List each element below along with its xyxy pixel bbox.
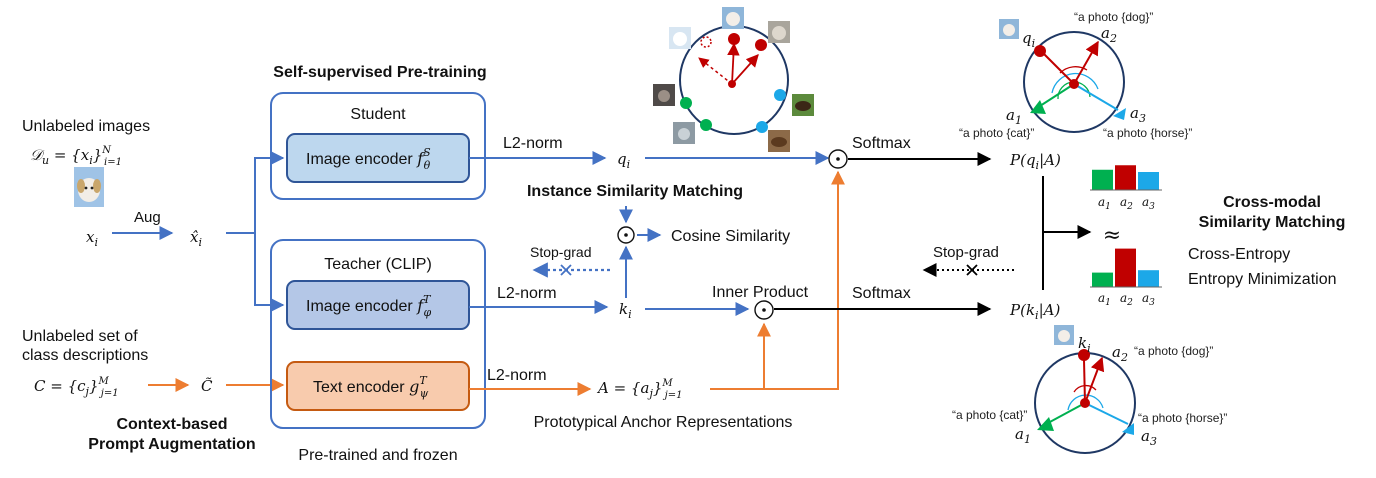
top-a2-label: a2 <box>1101 24 1117 45</box>
stop-grad-left-label: Stop-grad <box>530 244 591 260</box>
semantic-circle-bottom <box>1034 325 1136 454</box>
cba-line2: Prompt Augmentation <box>88 436 255 453</box>
bars-top-bar-2 <box>1115 165 1136 190</box>
unlabeled-set-line2: class descriptions <box>22 347 148 364</box>
student-label: Student <box>350 106 406 123</box>
ki-label: ki <box>619 300 632 321</box>
bars-bottom-bar-3 <box>1138 270 1159 287</box>
to-student-arrow <box>226 151 285 234</box>
text-encoder <box>286 361 470 411</box>
student-box <box>270 92 486 200</box>
cba-line1: Context-based <box>116 416 227 433</box>
anchor-to-top-odot-arrow <box>764 170 845 390</box>
to-teacher-arrow <box>254 233 285 312</box>
top-a3-label: a3 <box>1130 104 1146 125</box>
pq-label: P(qi|A) <box>1009 151 1061 172</box>
unlabeled-set-line1: Unlabeled set of <box>22 328 138 345</box>
bars-bottom-a3: a3 <box>1142 291 1155 308</box>
bars-bottom-a1: a1 <box>1098 291 1111 308</box>
bottom-a3-label: a3 <box>1141 427 1157 448</box>
bottom-ki-label: ki <box>1078 334 1091 355</box>
bottom-photo-cat: “a photo {cat}” <box>952 408 1027 422</box>
l2norm-text: L2-norm <box>487 367 547 384</box>
bottom-photo-horse: “a photo {horse}” <box>1138 411 1227 425</box>
aug-label: Aug <box>134 209 161 226</box>
bars-bottom <box>1092 248 1159 287</box>
softmax-top-label: Softmax <box>852 135 911 152</box>
stop-grad-left-cross <box>560 264 572 276</box>
xi-label: xi <box>86 228 98 249</box>
l2norm-teacher: L2-norm <box>497 285 557 302</box>
bars-top-a2: a2 <box>1120 195 1133 212</box>
top-photo-cat: “a photo {cat}” <box>959 126 1034 140</box>
semantic-circle-top <box>999 19 1126 133</box>
top-qi-label: qi <box>1022 29 1035 50</box>
inner-product-label: Inner Product <box>712 284 809 301</box>
anchor-to-inner-arrow <box>710 322 771 390</box>
ctilde-label: C̃ <box>201 377 213 395</box>
top-photo-horse: “a photo {horse}” <box>1103 126 1192 140</box>
frozen-box <box>270 239 486 429</box>
bottom-photo-dog: “a photo {dog}” <box>1134 344 1213 358</box>
cross-entropy-label: Cross-Entropy <box>1188 246 1290 263</box>
top-photo-dog: “a photo {dog}” <box>1074 10 1153 24</box>
bars-top <box>1092 165 1159 190</box>
entropy-min-label: Entropy Minimization <box>1188 271 1337 288</box>
ism-label: Instance Similarity Matching <box>527 183 743 200</box>
ring-thumbnails <box>653 7 814 152</box>
pk-label: P(ki|A) <box>1009 301 1060 322</box>
l2norm-student: L2-norm <box>503 135 563 152</box>
bars-bottom-bar-2 <box>1115 248 1136 287</box>
instance-ring <box>679 25 789 135</box>
bars-top-a1: a1 <box>1098 195 1111 212</box>
teacher-encoder <box>286 280 470 330</box>
dog-thumbnail <box>74 167 104 207</box>
bottom-a2-label: a2 <box>1112 343 1128 364</box>
bars-bottom-bar-1 <box>1092 272 1113 287</box>
approx-symbol: ≈ <box>1103 223 1121 248</box>
teacher-label: Teacher (CLIP) <box>324 256 432 273</box>
cmsm-line1: Cross-modal <box>1223 194 1321 211</box>
qi-label: qi <box>617 150 630 171</box>
stop-grad-right-cross <box>966 264 978 276</box>
cosine-label: Cosine Similarity <box>671 228 790 245</box>
proto-label: Prototypical Anchor Representations <box>534 414 793 431</box>
unlabeled-images-label: Unlabeled images <box>22 118 150 135</box>
cmsm-line2: Similarity Matching <box>1199 214 1346 231</box>
frozen-label: Pre-trained and frozen <box>298 447 457 464</box>
stop-grad-right-label: Stop-grad <box>933 244 999 261</box>
bars-top-a3: a3 <box>1142 195 1155 212</box>
softmax-bottom-label: Softmax <box>852 285 911 302</box>
top-a1-label: a1 <box>1006 106 1022 127</box>
bottom-a1-label: a1 <box>1015 425 1031 446</box>
bars-top-bar-3 <box>1138 172 1159 190</box>
bars-top-bar-1 <box>1092 169 1113 190</box>
xhat-label: x̂i <box>190 228 202 249</box>
pretrain-title: Self-supervised Pre-training <box>273 64 486 81</box>
bars-bottom-a2: a2 <box>1120 291 1133 308</box>
